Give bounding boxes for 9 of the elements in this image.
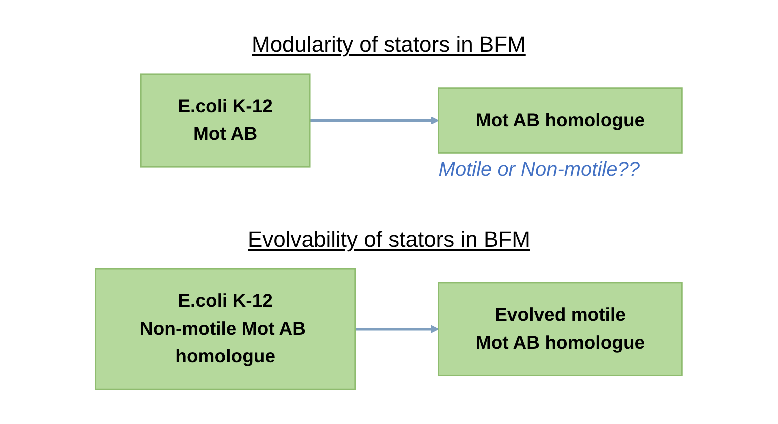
- node-box: E.coli K-12 Mot AB: [140, 74, 311, 168]
- note-text: Motile or Non-motile??: [438, 159, 640, 182]
- node-box: E.coli K-12 Non-motile Mot AB homologue: [95, 268, 356, 390]
- node-box: Mot AB homologue: [438, 88, 683, 154]
- arrow: [355, 325, 440, 334]
- section-heading: Modularity of stators in BFM: [252, 32, 526, 58]
- arrow: [310, 116, 440, 125]
- section-heading: Evolvability of stators in BFM: [248, 227, 530, 254]
- node-box: Evolved motile Mot AB homologue: [438, 282, 683, 376]
